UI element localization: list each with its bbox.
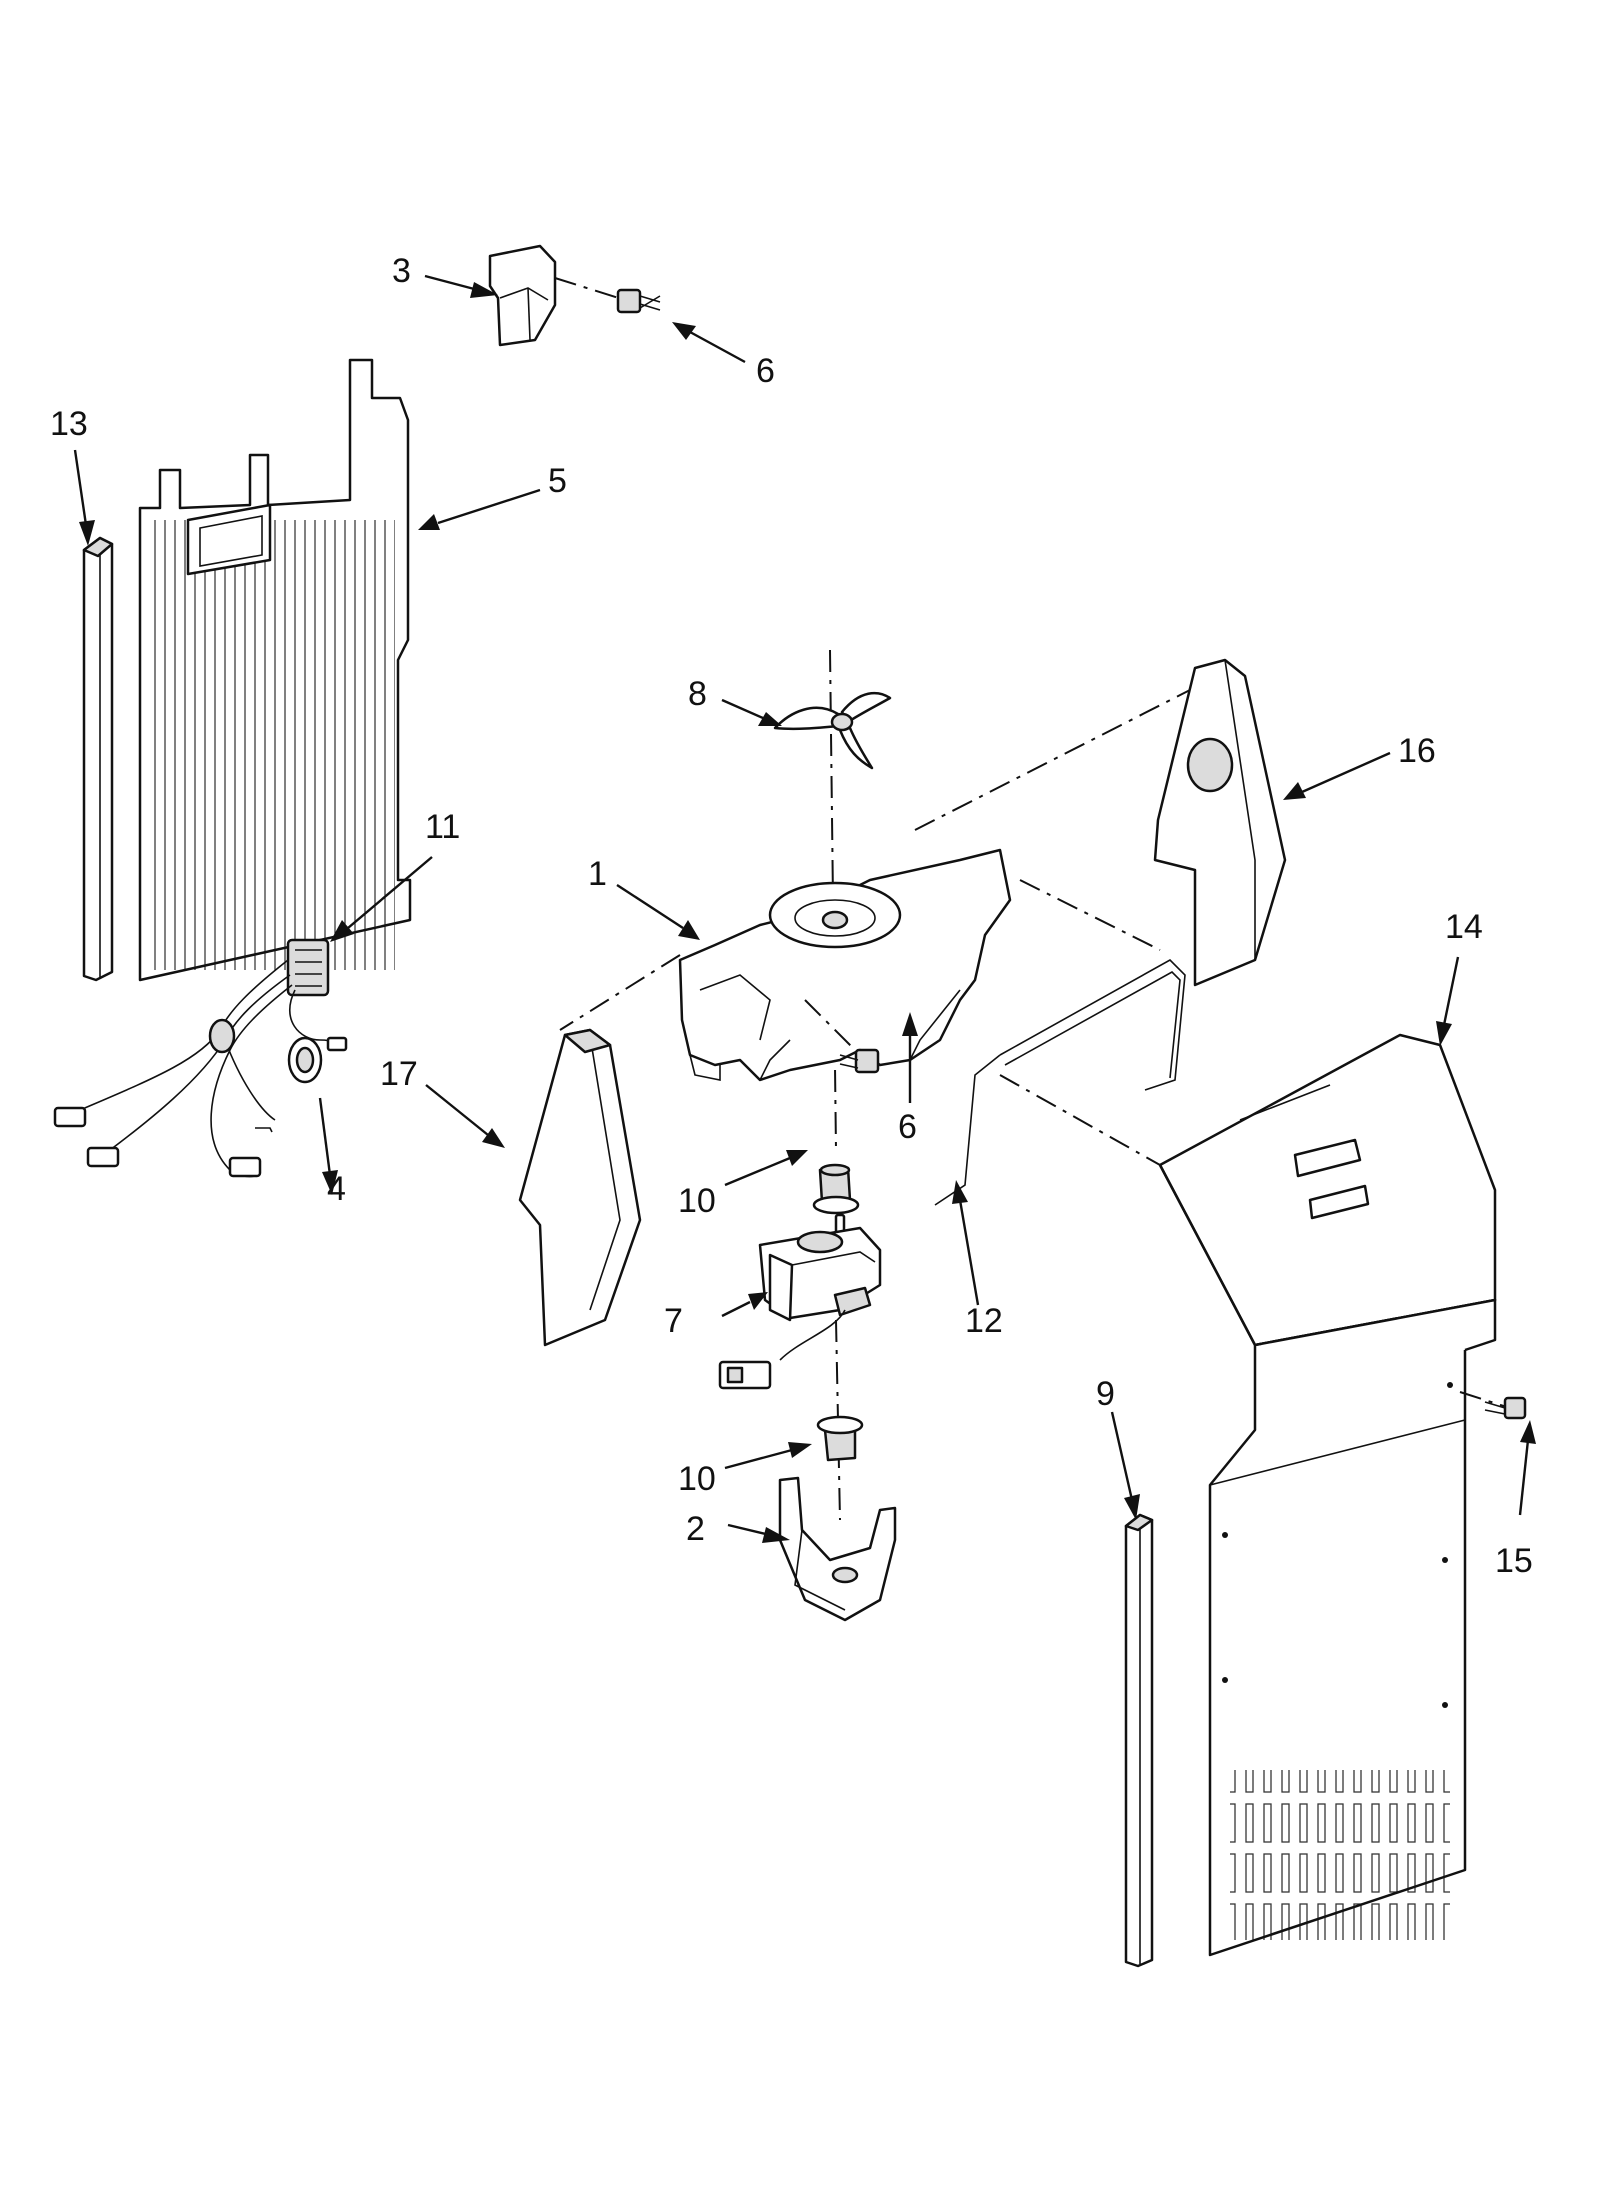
callout-12: 12 xyxy=(965,1302,1003,1340)
part-10-grommet-upper xyxy=(812,1163,860,1215)
part-8-fan-blade xyxy=(773,649,892,1151)
callout-3: 3 xyxy=(392,252,411,290)
part-7-fan-motor xyxy=(718,1213,882,1390)
callout-1: 1 xyxy=(588,855,607,893)
part-1-fan-housing xyxy=(678,848,1012,1082)
callout-4: 4 xyxy=(327,1170,346,1208)
callout-2: 2 xyxy=(686,1510,705,1548)
callout-labels: 3 6 13 5 11 4 17 1 8 16 14 6 10 7 12 9 1… xyxy=(50,252,1533,1580)
part-5-ribbed-panel xyxy=(138,358,412,982)
part-11-wire-harness xyxy=(53,938,348,1178)
callout-10-upper: 10 xyxy=(678,1182,716,1220)
callout-6-top: 6 xyxy=(756,352,775,390)
callout-16: 16 xyxy=(1398,732,1436,770)
part-14-evaporator-cover xyxy=(1158,1033,1497,1957)
callout-10-lower: 10 xyxy=(678,1460,716,1498)
part-6-screw-middle xyxy=(804,999,880,1074)
callout-6-middle: 6 xyxy=(898,1108,917,1146)
callout-15: 15 xyxy=(1495,1542,1533,1580)
part-9-gasket-strip xyxy=(1124,1513,1154,1968)
part-13-gasket-strip xyxy=(82,536,114,982)
callout-9: 9 xyxy=(1096,1375,1115,1413)
callout-13: 13 xyxy=(50,405,88,443)
assembly-lines xyxy=(559,689,1191,1166)
part-17-insulation-left xyxy=(518,1028,642,1347)
callout-17: 17 xyxy=(380,1055,418,1093)
part-3-bracket xyxy=(488,244,557,347)
leader-arrows xyxy=(73,274,1536,1543)
callout-8: 8 xyxy=(688,675,707,713)
part-10-grommet-lower xyxy=(816,1319,864,1521)
callout-11: 11 xyxy=(425,808,460,846)
callout-14: 14 xyxy=(1445,908,1483,946)
callout-5: 5 xyxy=(548,462,567,500)
part-12-wire-bracket xyxy=(934,959,1186,1206)
part-2-motor-mount xyxy=(778,1476,897,1622)
part-15-screw xyxy=(1459,1391,1527,1420)
part-6-screw-top xyxy=(554,277,661,314)
callout-7: 7 xyxy=(664,1302,683,1340)
part-4-grommet xyxy=(287,1036,323,1084)
part-16-insulation-right xyxy=(1153,658,1287,987)
